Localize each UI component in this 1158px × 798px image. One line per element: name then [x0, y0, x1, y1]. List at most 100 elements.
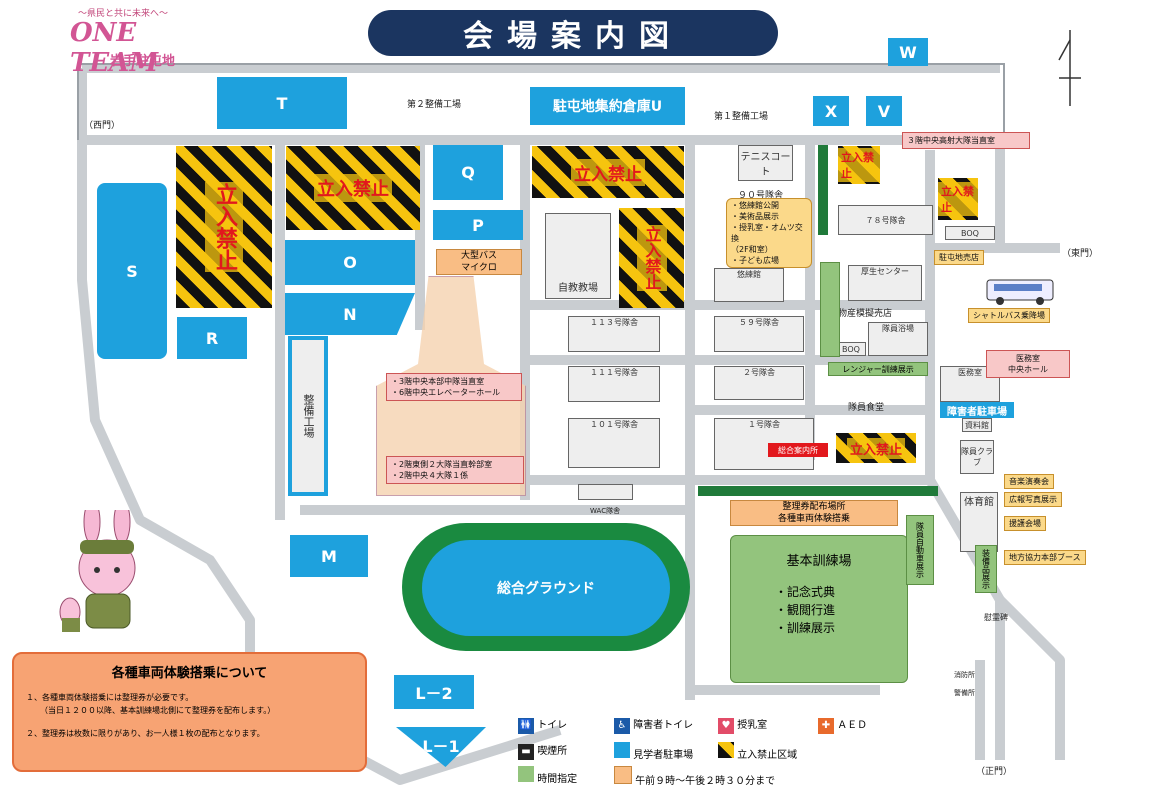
building-boq: BOQ [836, 342, 866, 356]
parking-swatch [614, 742, 630, 758]
restricted-zone-2: 立入禁止 [286, 146, 420, 230]
building-kousei: 厚生センター [848, 265, 922, 301]
east-gate-label: （東門） [1062, 249, 1099, 259]
legend: 🚻 トイレ ♿ 障害者トイレ ♥ 授乳室 ✚ ＡＥＤ ▬ 喫煙所 見学者駐車場 … [518, 716, 938, 794]
one-team-logo: 〜県民と共に未来へ〜 ONE TEAM 岩手駐屯地 [70, 6, 190, 78]
west-gate-label: （西門） [84, 121, 121, 131]
vehicle-display: 隊員自動車展示 [906, 515, 934, 585]
restricted-zone-6: 立入禁止 [938, 178, 978, 220]
equipment-display: 装備品展示 [975, 545, 997, 593]
building-seibi2: 第２整備工場 [407, 100, 462, 110]
timed-zone-v [818, 145, 828, 235]
building-boq2: BOQ [945, 226, 995, 240]
tennis-court: テニスコート [738, 145, 793, 181]
building-kyoujo: 自教教場 [545, 213, 611, 299]
nursing-icon: ♥ [718, 717, 734, 734]
main-gate-label: （正門） [976, 767, 1013, 777]
legend-nursing: ♥ 授乳室 [718, 716, 767, 734]
building-club: 隊員クラブ [960, 440, 994, 474]
shuttle-bus-icon [986, 279, 1054, 305]
toilet-icon: 🚻 [518, 717, 534, 734]
label-engo: 援護会場 [1004, 516, 1046, 531]
building-seibikojo: 整備工場 [288, 336, 328, 496]
building-113: １１３号隊舎 [568, 316, 660, 352]
callout-101: ・2階東側２大隊当直幹部室・2階中央４大隊１係 [386, 456, 524, 484]
restricted-zone-4: 立入禁止 [619, 208, 684, 308]
parking-w[interactable]: W [888, 38, 928, 66]
ireihi: 慰霊碑 [984, 613, 1008, 622]
guard-station: 警備所 [954, 689, 975, 697]
info-title: 各種車両体験搭乗について [111, 666, 268, 681]
parking-p[interactable]: P [433, 210, 523, 240]
parking-m[interactable]: M [290, 535, 368, 577]
building-yokujo: 隊員浴場 [868, 322, 928, 356]
handicap-parking[interactable]: 障害者駐車場 [940, 402, 1014, 418]
kihon-item-2: ・観閲行進 [775, 603, 836, 617]
ticket-distribution[interactable]: 整理券配布場所 各種車両体験搭乗 [730, 500, 898, 526]
sougou-ground: 総合グラウンド [422, 540, 670, 636]
callout-78: ３階中央高射大隊当直室 [902, 132, 1030, 149]
timed-zone-strip [698, 486, 938, 496]
parking-x[interactable]: X [813, 96, 849, 126]
info-line-2: （当日１２００以降、基本訓練場北側にて整理券を配布します。） [40, 706, 276, 715]
logo-sub: 岩手駐屯地 [110, 54, 176, 69]
restricted-zone-1: 立入禁止 [176, 146, 272, 308]
legend-toilet: 🚻 トイレ [518, 716, 567, 734]
callout-yuurenkan: ・悠練館公開・美術品展示・授乳室・オムツ交換（2F和室）・子ども広場 [726, 198, 812, 268]
info-line-3: ２、整理券は枚数に限りがあり、お一人様１枚の配布となります。 [26, 729, 265, 738]
parking-o[interactable]: O [285, 240, 415, 285]
kihon-title: 基本訓練場 [786, 554, 852, 569]
parking-n[interactable]: N [285, 293, 415, 335]
legend-restricted: 立入禁止区域 [718, 742, 797, 761]
north-arrow-icon [1058, 30, 1081, 106]
vehicle-ride-info: 各種車両体験搭乗について １、各種車両体験搭乗には整理券が必要です。 （当日１２… [12, 652, 367, 772]
hours-swatch [614, 766, 632, 784]
info-desk: 総合案内所 [768, 443, 828, 457]
building-seibi1: 第１整備工場 [714, 112, 769, 122]
building-wac-shape [578, 484, 633, 500]
aed-icon: ✚ [818, 717, 834, 734]
restricted-zone-7: 立入禁止 [836, 433, 916, 463]
kihon-item-3: ・訓練展示 [775, 621, 836, 635]
label-chiho: 地方協力本部ブース [1004, 550, 1086, 565]
building-shiryou: 資料館 [962, 418, 992, 432]
building-shokudo: 隊員食堂 [848, 403, 885, 413]
building-1: １号隊舎 [714, 418, 814, 470]
building-wac: WAC隊舎 [590, 507, 621, 515]
legend-parking: 見学者駐車場 [614, 742, 693, 761]
smoking-icon: ▬ [518, 743, 534, 760]
callout-iryou: 医務室中央ホール [986, 350, 1070, 378]
parking-q[interactable]: Q [433, 145, 503, 200]
logo-main: ONE TEAM [70, 18, 159, 78]
kihon-item-1: ・記念式典 [775, 585, 836, 599]
label-pr: 広報写真展示 [1004, 492, 1062, 507]
label-shuttle: シャトルバス乗降場 [968, 308, 1050, 323]
building-59: ５９号隊舎 [714, 316, 804, 352]
building-111: １１１号隊舎 [568, 366, 660, 402]
kihon-training-field: 基本訓練場 ・記念式典 ・観閲行進 ・訓練展示 [730, 535, 908, 683]
parking-u[interactable]: 駐屯地集約倉庫U [530, 87, 685, 125]
parking-r[interactable]: R [177, 317, 247, 359]
legend-hours: 午前９時〜午後２時３０分まで [614, 766, 775, 787]
ranger-display: レンジャー訓練展示 [828, 362, 928, 376]
timed-zone-green [820, 262, 840, 357]
parking-l2[interactable]: L－2 [394, 675, 474, 709]
wheelchair-icon: ♿ [614, 717, 630, 734]
parking-v[interactable]: V [866, 96, 902, 126]
building-101: １０１号隊舎 [568, 418, 660, 468]
legend-timed: 時間指定 [518, 766, 577, 785]
page-title: 会場案内図 [368, 10, 778, 56]
label-market: 駐屯地売店 [934, 250, 984, 265]
bus-parking[interactable]: 大型バス マイクロ [436, 249, 522, 275]
building-yuurenkan: 悠練館 [714, 268, 784, 302]
legend-smoking: ▬ 喫煙所 [518, 742, 567, 760]
building-taiiku: 体育館 [960, 492, 998, 552]
legend-aed: ✚ ＡＥＤ [818, 716, 867, 734]
label-music: 音楽演奏会 [1004, 474, 1054, 489]
legend-handicap: ♿ 障害者トイレ [614, 716, 693, 734]
fire-station: 消防所 [954, 671, 975, 679]
parking-s[interactable]: S [97, 183, 167, 359]
rabbit-mascot-icon [59, 510, 136, 632]
parking-t[interactable]: T [217, 77, 347, 129]
callout-111: ・3階中央本部中隊当直室・6階中央エレベーターホール [386, 373, 522, 401]
